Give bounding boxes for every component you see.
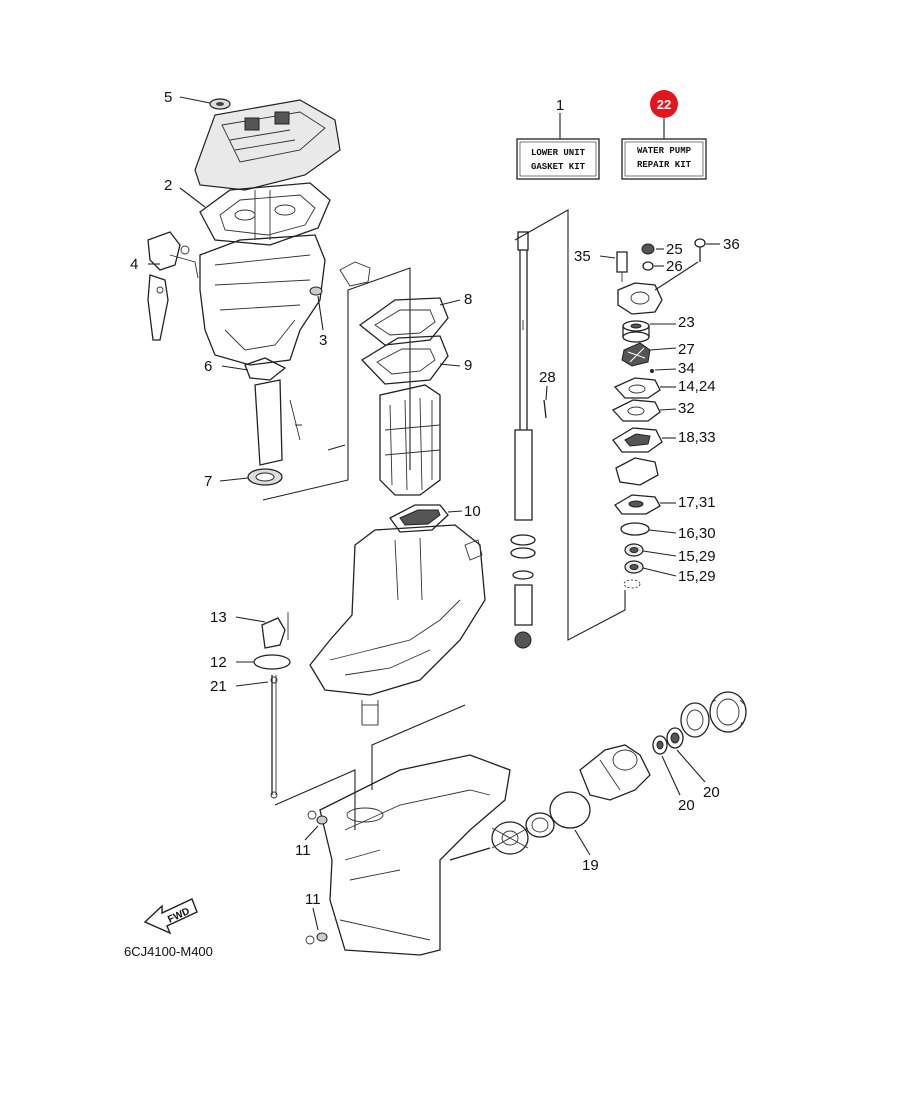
- lower-unit-kit-label-1: LOWER UNIT: [531, 148, 586, 158]
- gasket-part-2: [199, 182, 331, 246]
- callout-34: 34: [678, 360, 695, 377]
- o-ring-part-16-30: [620, 522, 650, 536]
- callout-3: 3: [319, 332, 327, 349]
- pin-part-28: [543, 399, 547, 419]
- seal-part-15-29a: [624, 543, 644, 557]
- callout-36: 36: [723, 236, 740, 253]
- callout-14-24: 14,24: [678, 378, 716, 395]
- callout-32: 32: [678, 400, 695, 417]
- bearing-part-20b: [666, 727, 684, 749]
- gasket-part-8: [358, 297, 449, 346]
- water-pump-kit-label-1: WATER PUMP: [637, 146, 692, 156]
- callout-13: 13: [210, 609, 227, 626]
- callout-4: 4: [130, 256, 138, 273]
- diagram-code: 6CJ4100-M400: [124, 944, 213, 959]
- key-part-34: [650, 369, 654, 373]
- upper-casing-housing: [309, 524, 486, 696]
- drive-shaft: [514, 231, 533, 521]
- bolt-part-3: [309, 261, 371, 296]
- callout-2: 2: [164, 177, 172, 194]
- exhaust-guide-block: [379, 384, 441, 496]
- callout-19: 19: [582, 857, 599, 874]
- bolt-part-36: [694, 238, 706, 262]
- callout-20a: 20: [678, 797, 695, 814]
- water-pump-impeller-lower: [449, 821, 529, 861]
- impeller-part-27: [621, 342, 651, 367]
- insert-cartridge-part-23: [622, 320, 650, 343]
- shift-rod-part-21: [270, 675, 278, 799]
- drain-screw-part-11a: [307, 810, 328, 825]
- callout-20b: 20: [703, 784, 720, 801]
- upper-case-housing: [199, 190, 326, 366]
- propeller-shaft-housing: [579, 744, 651, 801]
- bearing-ring: [525, 812, 555, 838]
- seal-part-7: [247, 468, 283, 486]
- callout-15-29a: 15,29: [678, 548, 716, 565]
- grommet-part-26: [642, 261, 654, 271]
- highlight-badge-number: 22: [657, 97, 671, 112]
- bolt-part-35: [616, 251, 628, 282]
- o-ring-part-19: [549, 791, 591, 829]
- lower-unit-gasket-kit-box[interactable]: LOWER UNIT GASKET KIT: [516, 138, 600, 180]
- plate-part-32: [611, 399, 661, 422]
- callout-26: 26: [666, 258, 683, 275]
- callout-9: 9: [464, 357, 472, 374]
- callout-12: 12: [210, 654, 227, 671]
- callout-5: 5: [164, 89, 172, 106]
- callout-17-31: 17,31: [678, 494, 716, 511]
- fwd-arrow-icon: FWD: [143, 898, 198, 935]
- grommet-part-25: [641, 243, 655, 255]
- drain-screw-part-11b: [305, 932, 328, 945]
- callout-27: 27: [678, 341, 695, 358]
- gasket-part-17-31: [614, 494, 661, 515]
- water-pump-kit-label-2: REPAIR KIT: [637, 160, 692, 170]
- callout-21: 21: [210, 678, 227, 695]
- callout-11a: 11: [295, 842, 311, 859]
- callout-6: 6: [204, 358, 212, 375]
- thrust-washer: [680, 702, 710, 738]
- callout-23: 23: [678, 314, 695, 331]
- callout-15-29b: 15,29: [678, 568, 716, 585]
- callout-25: 25: [666, 241, 683, 258]
- callout-28: 28: [539, 369, 556, 386]
- pump-base: [615, 457, 659, 486]
- bolt-part-13: [261, 612, 289, 649]
- callout-11b: 11: [305, 891, 321, 908]
- callout-8: 8: [464, 291, 472, 308]
- water-pump-repair-kit-box[interactable]: WATER PUMP REPAIR KIT: [621, 138, 707, 180]
- o-ring-part-12: [253, 654, 291, 670]
- gasket-part-18-33: [612, 427, 663, 453]
- lower-unit-kit-label-2: GASKET KIT: [531, 162, 586, 172]
- callout-16-30: 16,30: [678, 525, 716, 542]
- bearing-part-20a: [652, 735, 668, 755]
- callout-1: 1: [556, 97, 564, 114]
- callout-18-33: 18,33: [678, 429, 716, 446]
- seal-part-5: [209, 98, 231, 110]
- callout-35: 35: [574, 248, 591, 265]
- lower-case-housing: [319, 754, 511, 956]
- water-tube-grommet-part-6: [244, 357, 302, 466]
- shift-linkage-part-4: [147, 231, 199, 341]
- drive-shaft-lower-parts: [510, 534, 536, 649]
- gasket-part-14-24: [613, 377, 661, 399]
- highlight-badge-22[interactable]: 22: [650, 90, 678, 118]
- ring-nut: [709, 691, 747, 733]
- callout-7: 7: [204, 473, 212, 490]
- seal-part-15-29b: [624, 560, 644, 574]
- gasket-part-9: [360, 335, 449, 385]
- callout-10: 10: [464, 503, 481, 520]
- upper-casing-part: [194, 99, 341, 191]
- gasket-part-10: [389, 504, 449, 533]
- pump-housing: [617, 282, 663, 315]
